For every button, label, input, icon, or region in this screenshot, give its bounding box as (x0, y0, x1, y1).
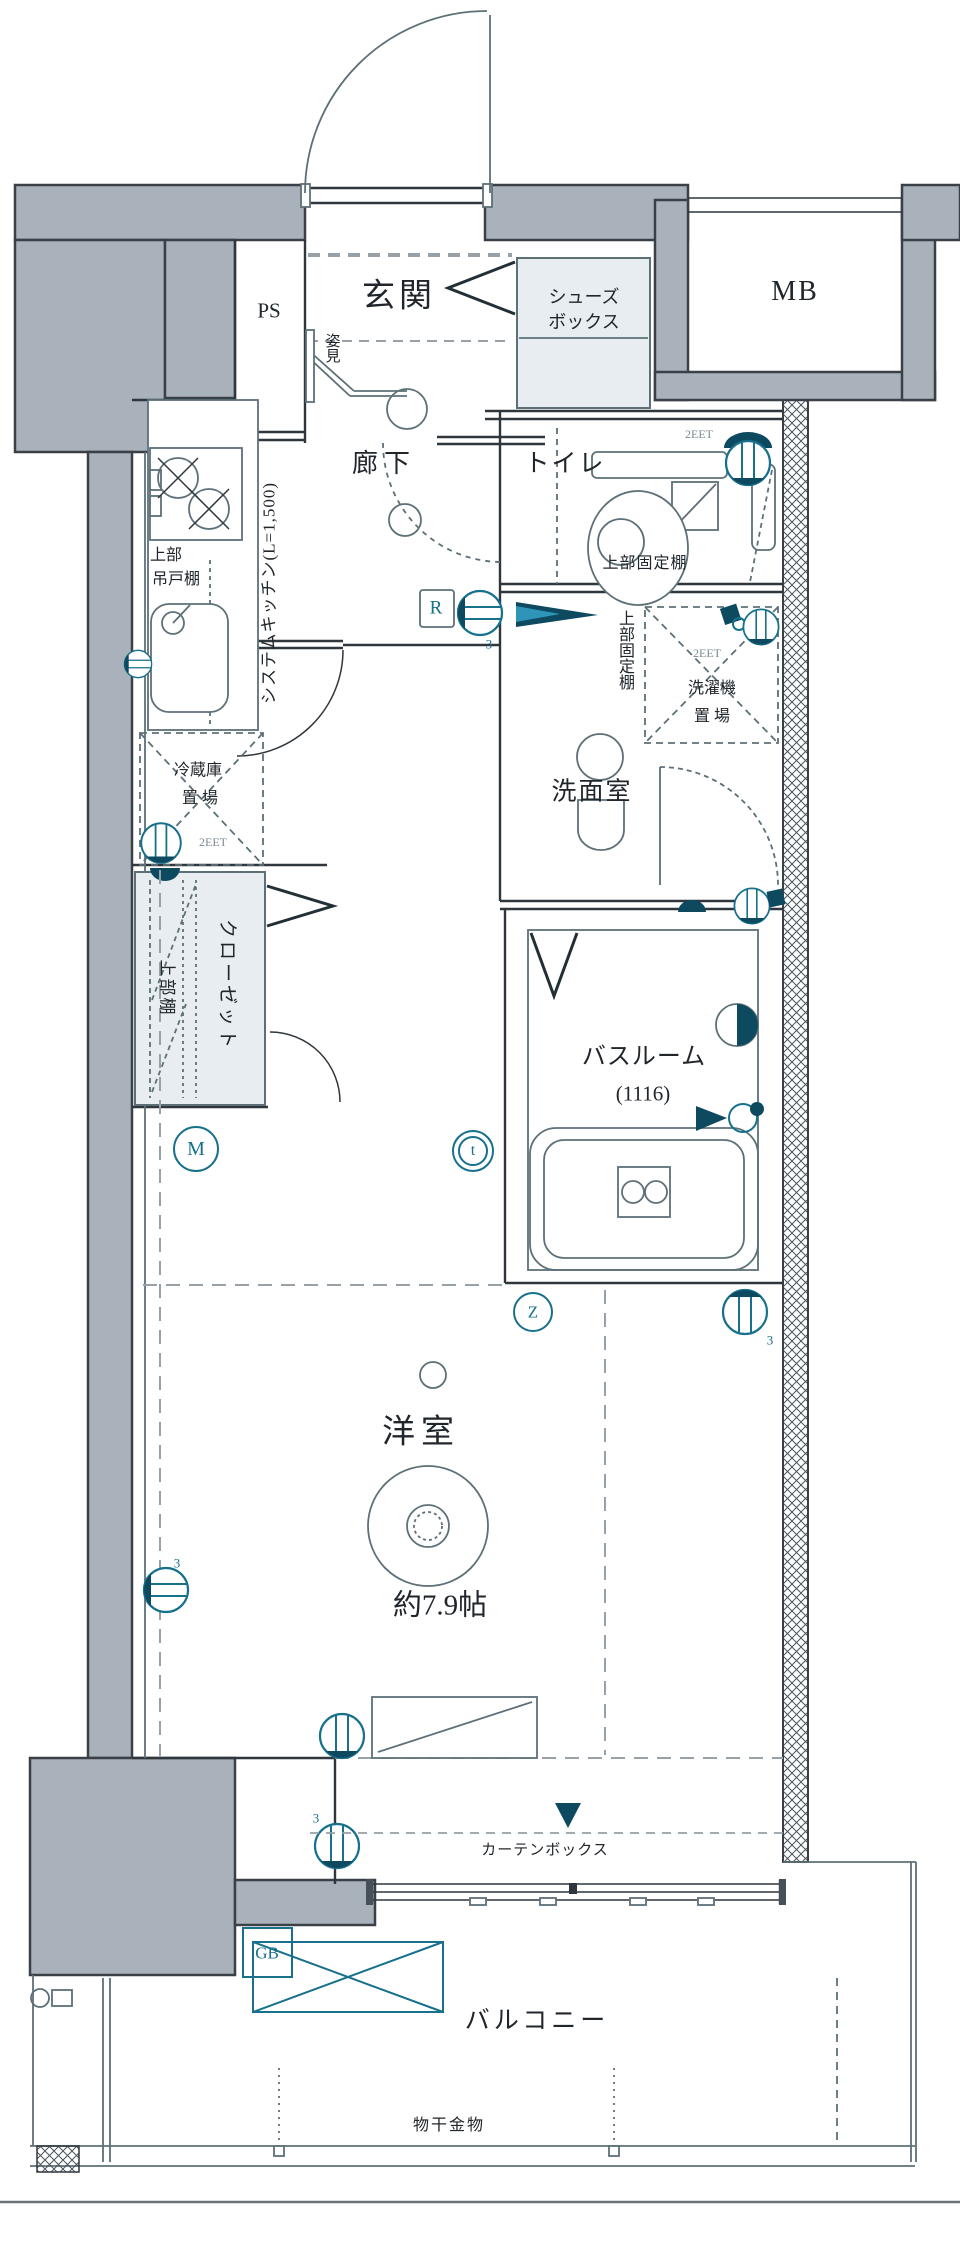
label-closet: クローゼット (216, 918, 238, 1052)
num3-washroom: 3 (485, 636, 493, 652)
label-laundry: 物干金物 (412, 2117, 486, 2134)
gb-box (242, 1927, 293, 1978)
bedroom-details (142, 870, 783, 1870)
marker-t-circle (452, 1130, 494, 1172)
label-fridge-2: 置 場 (181, 790, 219, 807)
label-toilet: トイレ (524, 450, 606, 478)
bathtub (529, 1127, 759, 1271)
marker-m-circle (173, 1126, 219, 1172)
bath-folding-door-mark (529, 932, 579, 1001)
label-gb: GB (255, 1943, 279, 1963)
label-shoebox-2: ボックス (548, 312, 620, 332)
stamp-toilet: 2EET (685, 427, 713, 441)
furniture-counter (371, 1696, 538, 1759)
label-balcony: バルコニー (464, 2007, 610, 2035)
hatched-boundary-wall (782, 399, 809, 1863)
label-entrance: 玄関 (362, 278, 436, 315)
mirror-fixture (305, 329, 315, 403)
marker-t: t (470, 1142, 476, 1159)
label-closet-shelf: 上部棚 (157, 959, 177, 1017)
label-system-kitchen: システムキッチン(L=1,500) (259, 481, 279, 705)
stamp-fridge: 2EET (199, 835, 227, 849)
washroom (419, 589, 786, 925)
label-washroom: 洗面室 (551, 778, 633, 806)
label-hallway: 廊下 (351, 449, 417, 478)
label-washer-2: 置 場 (693, 708, 731, 725)
label-curtain-box: カーテンボックス (481, 1842, 609, 1859)
label-mirror: 姿見 (323, 333, 340, 363)
marker-z-circle (513, 1292, 553, 1332)
walls (13, 183, 960, 1977)
shower-fixture (696, 1102, 764, 1133)
closet (134, 868, 341, 1106)
label-mb: MB (771, 276, 819, 307)
label-ps: PS (257, 298, 281, 323)
washer-space (644, 603, 780, 744)
marker-z: Z (527, 1302, 539, 1322)
label-toilet-shelf: 上部固定棚 (602, 555, 688, 572)
toilet-fixture (556, 428, 776, 606)
entrance-hall-details (305, 253, 512, 430)
fridge-space (139, 732, 264, 866)
num3-bathroom: 3 (766, 1332, 774, 1348)
sliding-window (366, 1879, 786, 1906)
label-shoebox-1: シューズ (548, 287, 620, 307)
label-remote: R (429, 597, 443, 619)
label-washer-1: 洗濯機 (687, 680, 737, 697)
label-western-room-size: 約7.9帖 (392, 1589, 488, 1622)
label-kitchen-hood-1: 上部 (149, 547, 183, 564)
label-bathroom-size: (1116) (615, 1081, 671, 1106)
label-western-room: 洋室 (382, 1414, 460, 1451)
num3-bedroom-left: 3 (173, 1555, 181, 1571)
label-kitchen-hood-2: 吊戸棚 (151, 571, 201, 588)
mb-door (688, 197, 902, 213)
label-bathroom: バスルーム (581, 1044, 707, 1070)
ceiling-light (367, 1465, 489, 1587)
kitchen (123, 399, 264, 866)
label-fridge-1: 冷蔵庫 (173, 762, 223, 779)
label-washroom-shelf: 上部固定棚 (616, 610, 633, 690)
ac-unit-space (242, 1927, 444, 2013)
entrance-door (300, 10, 493, 208)
remote-box (419, 589, 455, 628)
shoe-box (443, 257, 651, 409)
stamp-washer: 2EET (693, 646, 721, 660)
bathroom (527, 929, 764, 1271)
curtain-arrow (555, 1803, 581, 1828)
washbasin (576, 733, 625, 851)
num3-bedroom-bottom: 3 (312, 1810, 320, 1826)
marker-m: M (187, 1138, 205, 1160)
balcony-details (0, 1861, 960, 2204)
